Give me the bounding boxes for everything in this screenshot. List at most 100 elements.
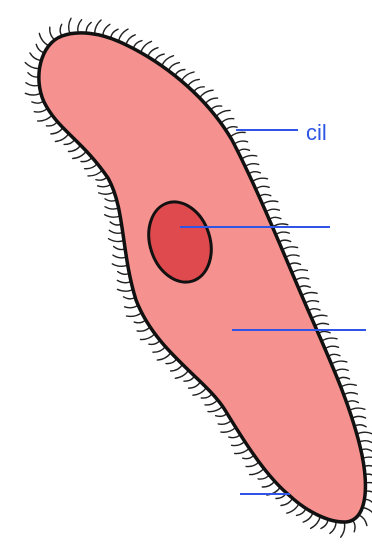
cilium bbox=[69, 18, 71, 34]
cilium bbox=[117, 280, 131, 282]
cilium bbox=[112, 264, 127, 266]
cilium bbox=[252, 178, 267, 181]
cilium bbox=[332, 361, 347, 364]
cilium bbox=[234, 141, 247, 144]
cilium bbox=[230, 132, 245, 137]
cilium bbox=[292, 270, 307, 273]
cilium bbox=[218, 420, 231, 424]
cilium bbox=[103, 24, 110, 36]
cilium bbox=[141, 41, 152, 52]
cilium bbox=[193, 388, 207, 396]
cilium bbox=[148, 48, 158, 57]
cilium bbox=[181, 72, 194, 81]
cilium bbox=[311, 516, 321, 528]
cilium bbox=[88, 170, 102, 176]
cilium bbox=[249, 172, 261, 174]
cilium bbox=[357, 432, 372, 434]
cilium bbox=[335, 369, 349, 371]
cilium bbox=[312, 315, 327, 318]
cilium bbox=[51, 128, 63, 134]
cilium bbox=[305, 301, 319, 304]
cilium bbox=[328, 354, 340, 356]
cilium bbox=[99, 192, 115, 194]
cilium bbox=[127, 313, 142, 317]
cilium bbox=[50, 27, 55, 40]
cilium bbox=[188, 79, 200, 86]
cilium bbox=[245, 164, 259, 167]
cilium bbox=[341, 384, 357, 387]
cilium bbox=[95, 20, 101, 34]
cilium bbox=[205, 400, 218, 405]
cilium bbox=[259, 194, 271, 196]
cilium bbox=[55, 134, 68, 142]
cilium bbox=[246, 462, 259, 467]
cilium bbox=[256, 186, 270, 189]
cilium bbox=[281, 498, 293, 505]
cilium bbox=[325, 346, 339, 349]
cilium bbox=[113, 255, 127, 258]
cilium bbox=[73, 151, 87, 158]
cilia-label: cil bbox=[306, 120, 327, 145]
cilium bbox=[279, 240, 291, 242]
cilium bbox=[200, 90, 214, 98]
cilium bbox=[232, 441, 245, 445]
cilium bbox=[276, 232, 290, 235]
cilium bbox=[153, 347, 165, 353]
cilium bbox=[269, 217, 281, 219]
cilium bbox=[105, 207, 119, 209]
cilium bbox=[168, 63, 179, 71]
cilium bbox=[30, 53, 41, 60]
cilium bbox=[262, 481, 274, 487]
cilium bbox=[208, 406, 223, 411]
cilium bbox=[162, 56, 174, 66]
cilium bbox=[25, 63, 39, 69]
cilium bbox=[175, 370, 188, 378]
cilium bbox=[344, 393, 358, 395]
cilium bbox=[105, 215, 121, 217]
cilium bbox=[189, 382, 201, 389]
cilium bbox=[347, 401, 359, 403]
cilium bbox=[338, 377, 350, 379]
cilium bbox=[242, 155, 257, 159]
cilium bbox=[263, 201, 278, 204]
cell-body bbox=[39, 33, 366, 522]
cilium bbox=[118, 289, 134, 291]
cilium bbox=[341, 522, 345, 537]
cilium bbox=[205, 98, 217, 104]
cilium bbox=[119, 29, 129, 41]
cilium bbox=[318, 331, 330, 333]
cilium bbox=[141, 334, 155, 340]
cilium bbox=[32, 101, 44, 103]
cilium bbox=[109, 239, 124, 242]
cilium bbox=[125, 305, 139, 308]
cilium bbox=[315, 323, 329, 326]
cilium bbox=[78, 20, 82, 33]
cilium bbox=[359, 515, 367, 526]
cilium bbox=[352, 416, 366, 418]
cilium bbox=[69, 145, 81, 151]
cilium bbox=[126, 35, 135, 45]
cilium bbox=[302, 292, 317, 295]
cilium bbox=[282, 247, 297, 250]
cilium bbox=[359, 441, 372, 443]
cilium bbox=[362, 508, 372, 517]
cilium bbox=[349, 408, 365, 410]
cilium bbox=[157, 353, 171, 360]
cilium bbox=[137, 327, 150, 331]
cilium bbox=[250, 469, 264, 475]
cilium bbox=[303, 513, 313, 523]
cilium bbox=[216, 110, 230, 116]
cilium bbox=[322, 338, 337, 341]
cilium bbox=[85, 164, 98, 169]
cilium bbox=[221, 119, 234, 124]
cilium bbox=[98, 184, 112, 187]
cilium bbox=[287, 504, 299, 514]
cilium bbox=[286, 255, 300, 257]
cilium bbox=[266, 209, 280, 212]
cilium bbox=[221, 428, 236, 433]
cilium bbox=[330, 521, 336, 533]
cilium bbox=[38, 115, 52, 121]
cilium bbox=[39, 33, 49, 45]
